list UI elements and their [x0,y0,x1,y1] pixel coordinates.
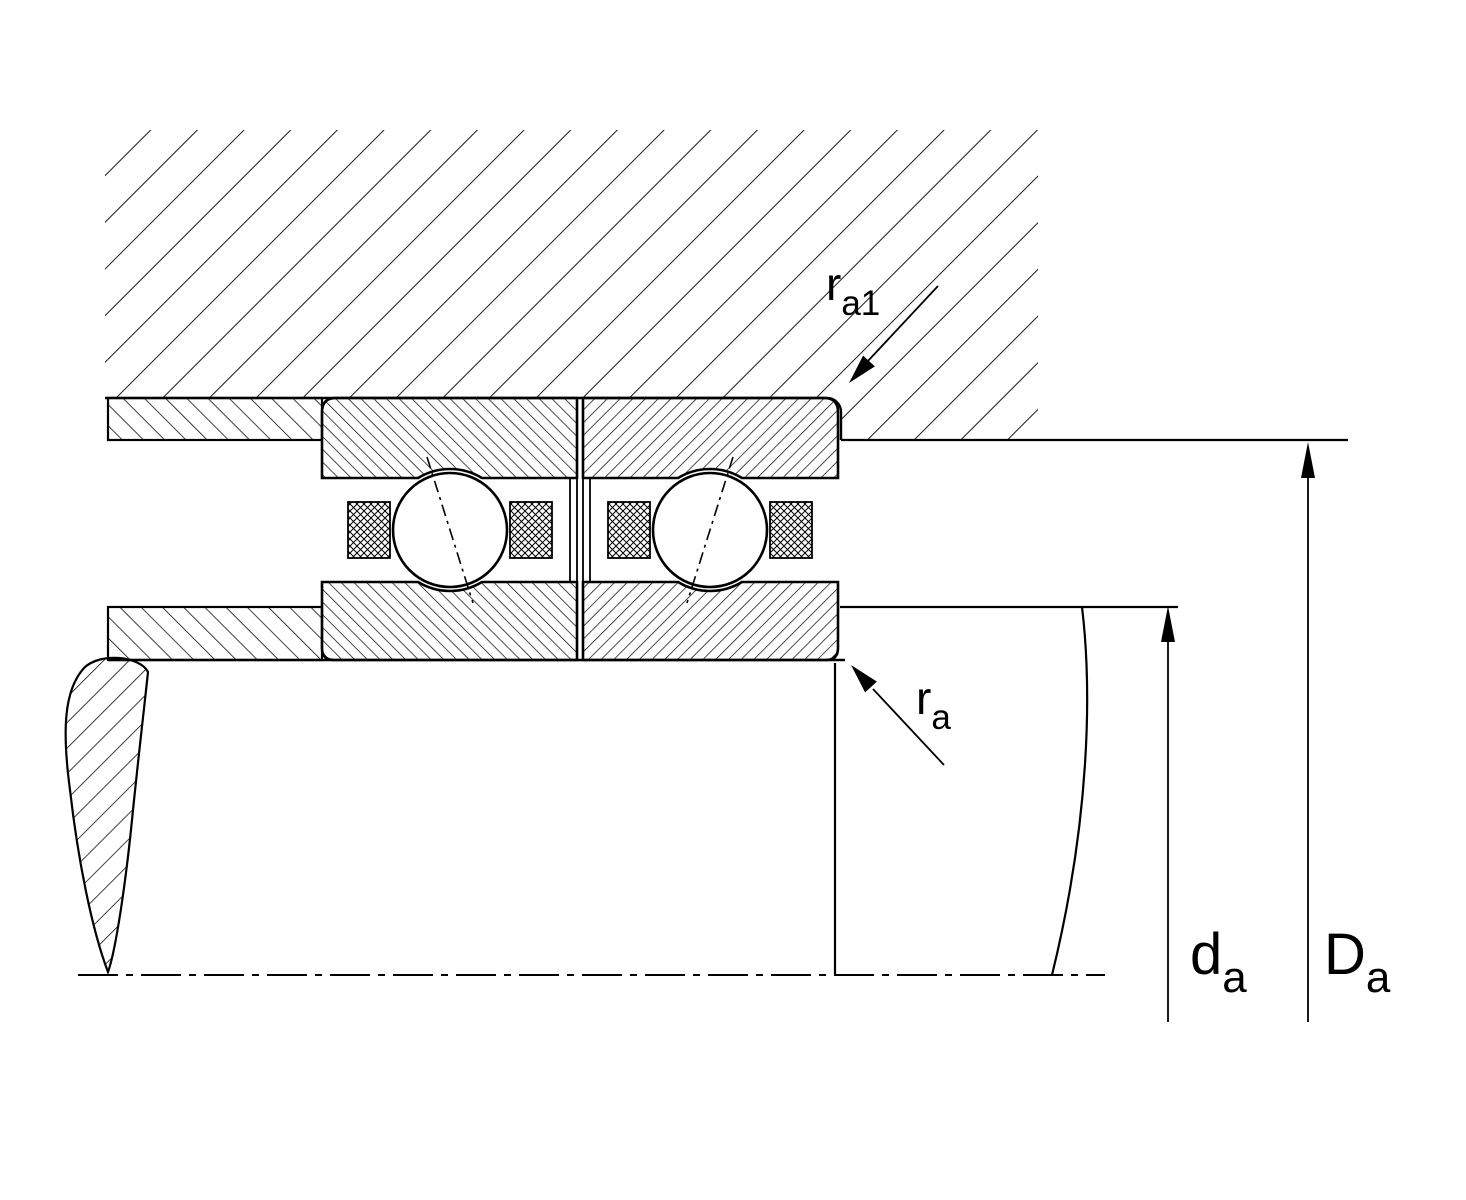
shaft-shoulder-profile-right [1050,606,1089,976]
dimension-da-arrowhead [1161,606,1175,642]
leader-ra-line [872,688,945,766]
contact-angle-line-left [426,456,474,604]
leader-ra-arrowhead [851,665,877,693]
bearing-left-outer-ring [320,396,579,480]
label-Da: Da [1324,922,1391,1002]
leader-ra1-line [866,285,939,363]
label-da: da [1190,922,1247,1002]
cage-right-inboard [607,501,651,559]
dimension-Da-arrowhead [1301,442,1315,478]
label-ra1: ra1 [826,258,880,323]
leader-ra1-arrowhead [849,355,875,383]
ring-face-lines [569,478,591,582]
cage-left-outboard [347,501,391,559]
label-ra: ra [916,672,951,737]
housing-section [105,130,1038,440]
shaft-spacer-ring [106,605,324,662]
cage-right-outboard [769,501,813,559]
bearing-right-outer-ring [581,396,840,480]
bearing-left-inner-ring [320,580,579,662]
cage-left-inboard [509,501,553,559]
shaft-shoulder-profile-left [64,656,150,976]
housing-locating-ring [106,396,324,442]
bearing-right-inner-ring [581,580,840,662]
contact-angle-line-right [686,456,734,604]
